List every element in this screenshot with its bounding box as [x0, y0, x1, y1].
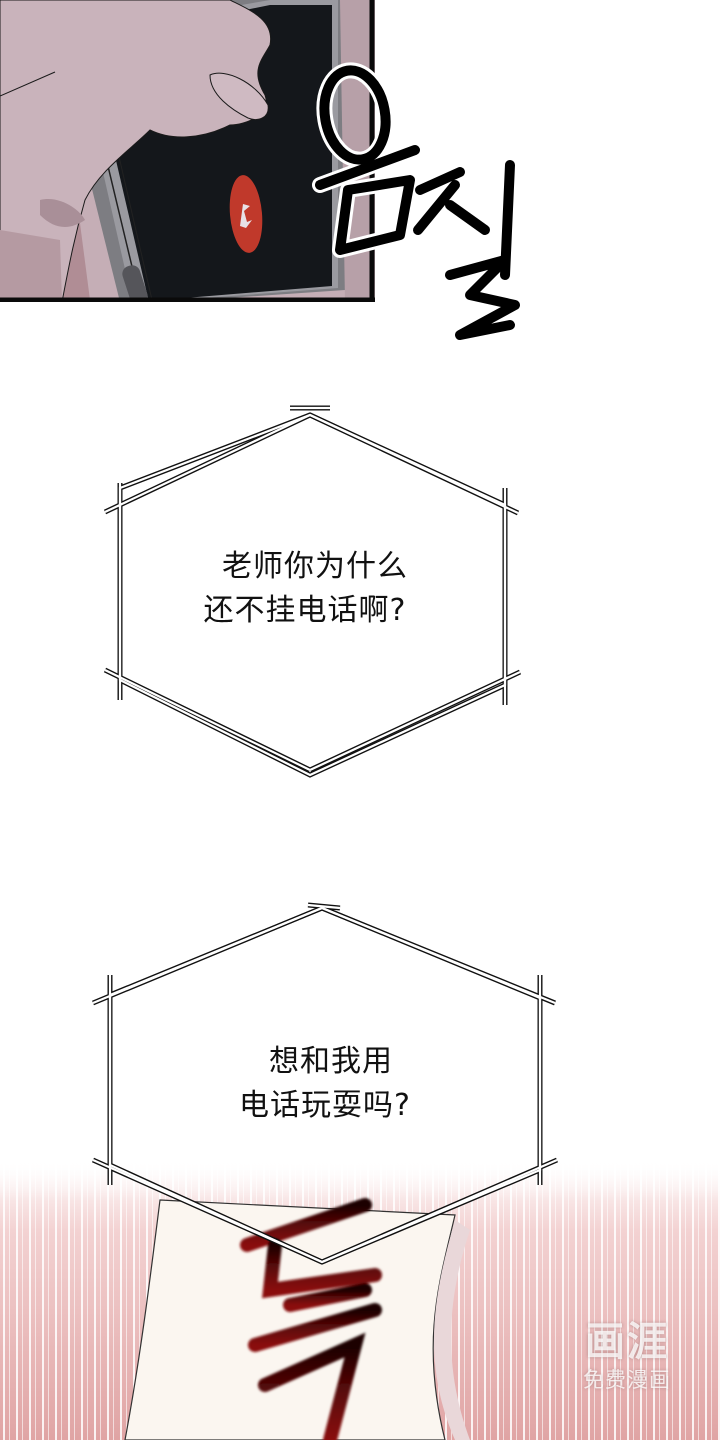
sfx-flinch-lettering: 움찔	[312, 62, 523, 343]
bubble-1-line-2: 还不挂电话啊?	[203, 593, 407, 628]
bubble-1-text: 老师你为什么 还不挂电话啊?	[130, 545, 480, 633]
bubble-1-line-1: 老师你为什么	[222, 549, 408, 584]
sound-effect-flinch: 움찔	[300, 50, 540, 350]
watermark: 画涯 免费漫画	[562, 1318, 692, 1394]
bubble-2-text: 想和我用 电话玩耍吗?	[140, 1040, 510, 1128]
phone-hand-illustration	[0, 0, 375, 302]
sound-effect-thud: 뚝	[235, 1195, 395, 1444]
bubble-2-line-1: 想和我用	[269, 1044, 393, 1079]
bubble-2-line-2: 电话玩耍吗?	[239, 1088, 411, 1123]
sfx-thud-lettering: 뚝	[240, 1198, 382, 1444]
watermark-subtitle: 免费漫画	[583, 1368, 671, 1392]
watermark-logo: 画涯	[585, 1319, 669, 1365]
comic-panel-phone	[0, 0, 375, 302]
